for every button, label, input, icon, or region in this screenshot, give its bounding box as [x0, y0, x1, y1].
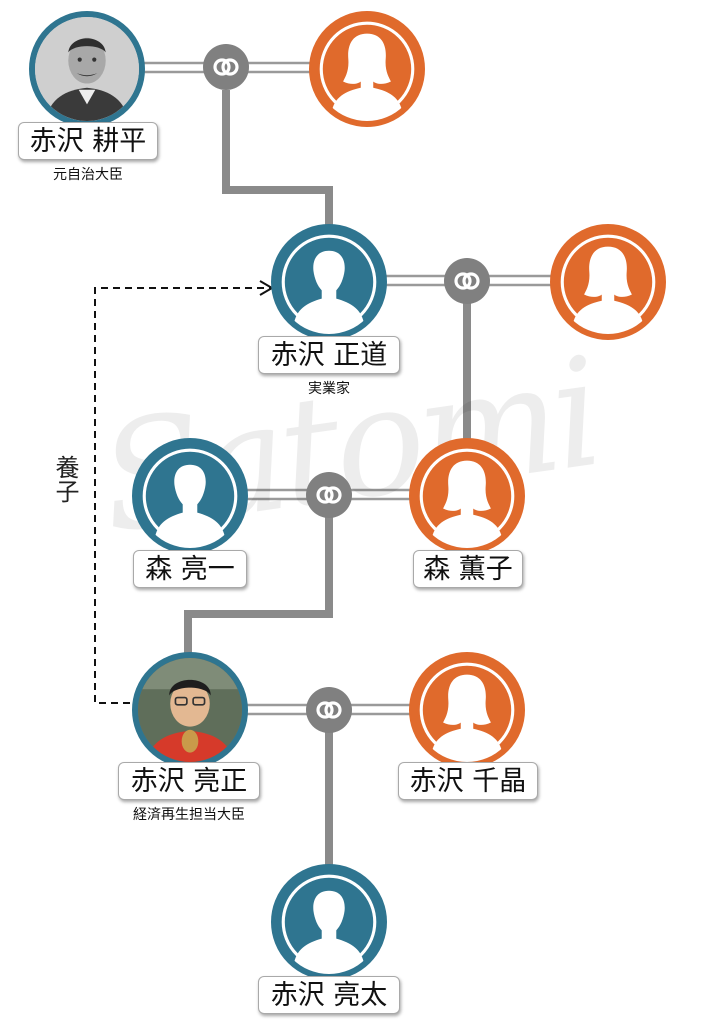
person-masamichi: [271, 224, 387, 340]
person-silhouette-icon: [142, 448, 238, 548]
adoption-label: 養子: [51, 455, 79, 503]
person-silhouette-icon: [419, 662, 515, 762]
marriage-ring-icon: [444, 258, 490, 304]
title-label-masamichi: 実業家: [308, 381, 350, 397]
name-label-ryoichi: 森 亮一: [133, 550, 247, 588]
person-ryosei-photo: [132, 652, 248, 768]
person-kohei-photo: [29, 11, 145, 127]
title-label-kohei: 元自治大臣: [53, 167, 123, 183]
person-silhouette-icon: [560, 234, 656, 334]
name-label-masamichi: 赤沢 正道: [258, 336, 400, 374]
title-label-ryosei: 経済再生担当大臣: [133, 807, 245, 823]
marriage-ring-icon: [306, 687, 352, 733]
person-chiaki: [409, 652, 525, 768]
person-ryoichi: [132, 438, 248, 554]
person-kaoruko: [409, 438, 525, 554]
portrait-photo-icon: [138, 658, 242, 762]
person-masamichi-spouse: [550, 224, 666, 340]
name-label-ryosei: 赤沢 亮正: [118, 762, 260, 800]
name-label-kaoruko: 森 薫子: [413, 550, 523, 588]
name-label-chiaki: 赤沢 千晶: [398, 762, 538, 800]
name-label-kohei: 赤沢 耕平: [18, 122, 158, 160]
marriage-ring-icon: [306, 472, 352, 518]
person-ryota: [271, 864, 387, 980]
person-silhouette-icon: [419, 448, 515, 548]
portrait-photo-icon: [35, 17, 139, 121]
person-kohei-spouse: [309, 11, 425, 127]
person-silhouette-icon: [319, 21, 415, 121]
person-silhouette-icon: [281, 234, 377, 334]
marriage-ring-icon: [203, 44, 249, 90]
person-silhouette-icon: [281, 874, 377, 974]
name-label-ryota: 赤沢 亮太: [258, 976, 400, 1014]
